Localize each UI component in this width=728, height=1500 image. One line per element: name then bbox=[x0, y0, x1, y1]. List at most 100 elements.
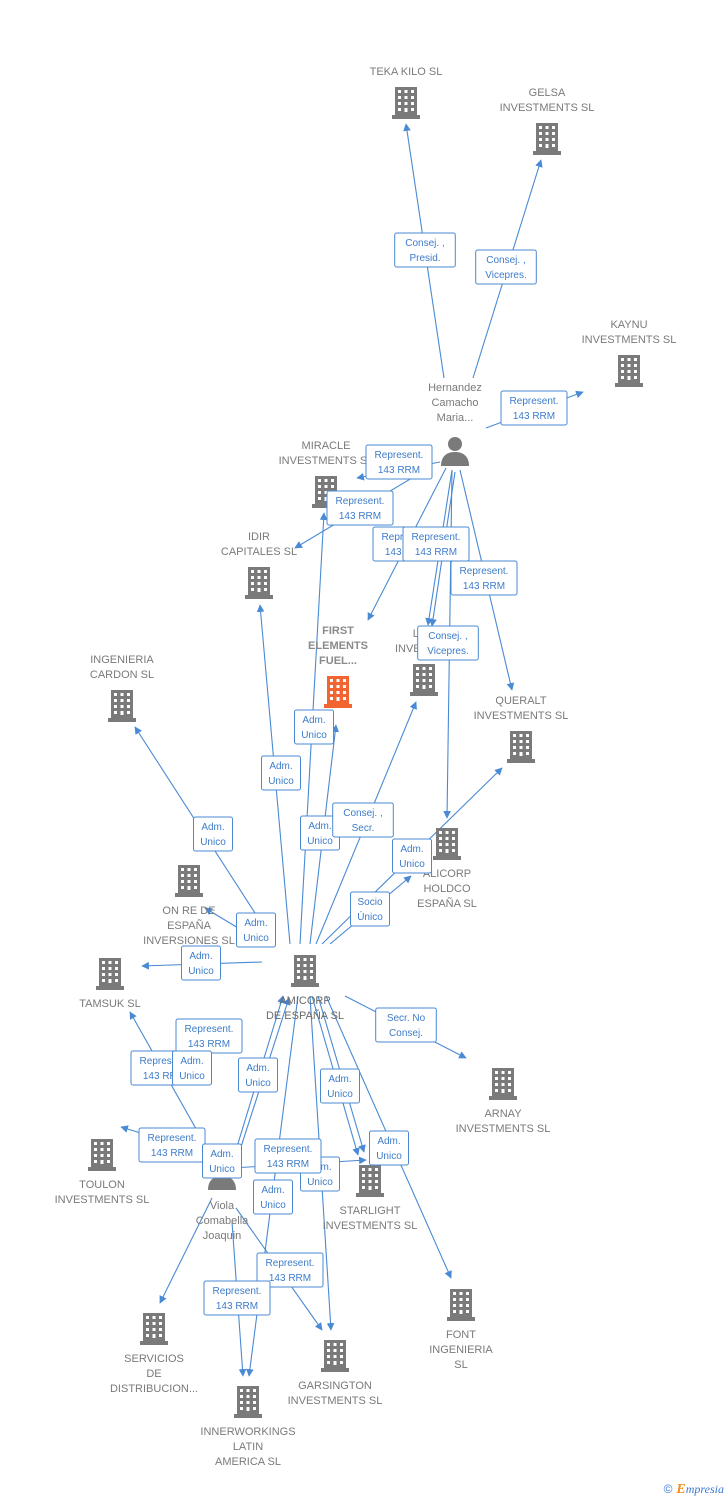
edge-label-text: 143 RRM bbox=[513, 411, 555, 422]
edge-label-text: Consej. , bbox=[405, 238, 444, 249]
edge-label-box bbox=[500, 390, 568, 426]
node-label: GELSA bbox=[529, 87, 566, 99]
edge-label-amicorp-ingenieria[interactable]: Adm.Unico bbox=[193, 816, 233, 852]
edge-label-text: Adm. bbox=[210, 1149, 233, 1160]
node-label: TOULON bbox=[79, 1179, 125, 1191]
edge-label-text: Adm. bbox=[261, 1185, 284, 1196]
edge-label-text: Socio bbox=[357, 897, 382, 908]
node-label: KAYNU bbox=[610, 319, 647, 331]
edge-label-text: Unico bbox=[179, 1071, 205, 1082]
edge-label-text: Represent. bbox=[185, 1024, 234, 1035]
edge-label-amicorp-onre[interactable]: Adm.Unico bbox=[236, 912, 276, 948]
edge-label-hernandez-miracle[interactable]: Represent.143 RRM bbox=[365, 444, 433, 480]
edge-label-hernandez-idir[interactable]: Represent.143 RRM bbox=[326, 490, 394, 526]
node-tamsuk[interactable]: TAMSUK SL bbox=[79, 958, 141, 1010]
edge-label-text: Consej. , bbox=[343, 808, 382, 819]
node-label: Viola bbox=[210, 1200, 235, 1212]
edge-label-box bbox=[261, 755, 301, 791]
edge-label-text: Adm. bbox=[244, 918, 267, 929]
edge-label-box bbox=[193, 816, 233, 852]
edge-label-viola-garsington[interactable]: Represent.143 RRM bbox=[256, 1252, 324, 1288]
edge-label-viola-amicorp[interactable]: Represent.143 RRM bbox=[175, 1018, 243, 1054]
brand-name: mpresia bbox=[685, 1482, 724, 1496]
edge-label-text: Adm. bbox=[377, 1136, 400, 1147]
edge-label-text: Adm. bbox=[246, 1063, 269, 1074]
edge-label-text: Unico bbox=[307, 1177, 333, 1188]
building-icon bbox=[108, 690, 136, 722]
node-teka[interactable]: TEKA KILO SL bbox=[370, 66, 443, 119]
node-label: INVESTMENTS SL bbox=[500, 102, 595, 114]
edge-label-hernandez-queralt[interactable]: Represent.143 RRM bbox=[450, 560, 518, 596]
empresia-brand: ©Empresia bbox=[664, 1482, 724, 1498]
edge-label-text: Unico bbox=[301, 730, 327, 741]
edge-label-text: Unico bbox=[376, 1151, 402, 1162]
edge-label-amicorp-font[interactable]: Adm. Unico bbox=[369, 1130, 409, 1166]
node-queralt[interactable]: QUERALT INVESTMENTS SL bbox=[474, 695, 569, 763]
edge-label-hernandez-teka[interactable]: Consej. ,Presid. bbox=[394, 232, 456, 268]
edge-label-box bbox=[332, 802, 394, 838]
node-label: ALICORP bbox=[423, 868, 471, 880]
edge-label-viola-servicios[interactable]: Represent.143 RRM bbox=[138, 1127, 206, 1163]
node-label: INNERWORKINGS bbox=[200, 1426, 295, 1438]
node-label: IDIR bbox=[248, 531, 270, 543]
edge-label-text: Adm. bbox=[302, 715, 325, 726]
edge-label-hernandez-lam[interactable]: Represent.143 RRM bbox=[402, 526, 470, 562]
node-gelsa[interactable]: GELSA INVESTMENTS SL bbox=[500, 87, 595, 155]
edge-label-text: Unico bbox=[209, 1164, 235, 1175]
node-label: MIRACLE bbox=[302, 440, 351, 452]
edge-label-amicorp-tamsuk[interactable]: Adm.Unico bbox=[181, 945, 221, 981]
node-label: INVESTMENTS SL bbox=[456, 1123, 551, 1135]
edge-label-box bbox=[256, 1252, 324, 1288]
node-label: QUERALT bbox=[495, 695, 546, 707]
edge-label-text: Represent. bbox=[412, 532, 461, 543]
edge-label-amicorp-first[interactable]: Adm. Unico bbox=[294, 709, 334, 745]
edge-label-text: Represent. bbox=[375, 450, 424, 461]
building-icon bbox=[96, 958, 124, 990]
edge-label-amicorp-miracle[interactable]: Adm.Unico bbox=[300, 815, 340, 851]
edge-label-amicorp-lam[interactable]: Consej. ,Secr. bbox=[332, 802, 394, 838]
edge-label-amicorp-queralt[interactable]: Adm.Unico bbox=[392, 838, 432, 874]
edge-label-box bbox=[294, 709, 334, 745]
building-icon bbox=[507, 731, 535, 763]
edge-label-amicorp-starlight[interactable]: Adm. Unico bbox=[202, 1143, 242, 1179]
node-hernandez[interactable]: HernandezCamachoMaria... bbox=[428, 382, 482, 466]
node-label: FONT bbox=[446, 1329, 476, 1341]
edge-label-hernandez-kaynu[interactable]: Represent.143 RRM bbox=[500, 390, 568, 426]
edge-label-box bbox=[392, 838, 432, 874]
edge-label-viola-starlight[interactable]: Represent.143 RRM bbox=[254, 1138, 322, 1174]
building-icon bbox=[324, 676, 352, 708]
edge-label-hernandez-lam[interactable]: Consej. ,Vicepres. bbox=[417, 625, 479, 661]
edge-label-viola-amicorp[interactable]: Adm.Unico bbox=[238, 1057, 278, 1093]
node-label: INVESTMENTS SL bbox=[474, 710, 569, 722]
edge-label-viola-innerworkings[interactable]: Represent.143 RRM bbox=[203, 1280, 271, 1316]
edge-label-amicorp-starlight[interactable]: Adm.Unico bbox=[320, 1068, 360, 1104]
edge-label-text: Represent. bbox=[266, 1258, 315, 1269]
node-label: HOLDCO bbox=[423, 883, 471, 895]
edge-label-amicorp-innerworkings[interactable]: Adm.Unico bbox=[253, 1179, 293, 1215]
edge-label-text: 143 RRM bbox=[463, 581, 505, 592]
node-label: Maria... bbox=[437, 412, 474, 424]
node-label: TAMSUK SL bbox=[79, 998, 141, 1010]
edge-label-hernandez-gelsa[interactable]: Consej. ,Vicepres. bbox=[475, 249, 537, 285]
edge-label-amicorp-idir[interactable]: Adm.Unico bbox=[261, 755, 301, 791]
node-first[interactable]: FIRSTELEMENTSFUEL... bbox=[308, 625, 368, 708]
node-servicios[interactable]: SERVICIOSDEDISTRIBUCION... bbox=[110, 1313, 198, 1395]
edge-label-box bbox=[202, 1143, 242, 1179]
edge-label-viola-toulon[interactable]: Adm.Unico bbox=[172, 1050, 212, 1086]
